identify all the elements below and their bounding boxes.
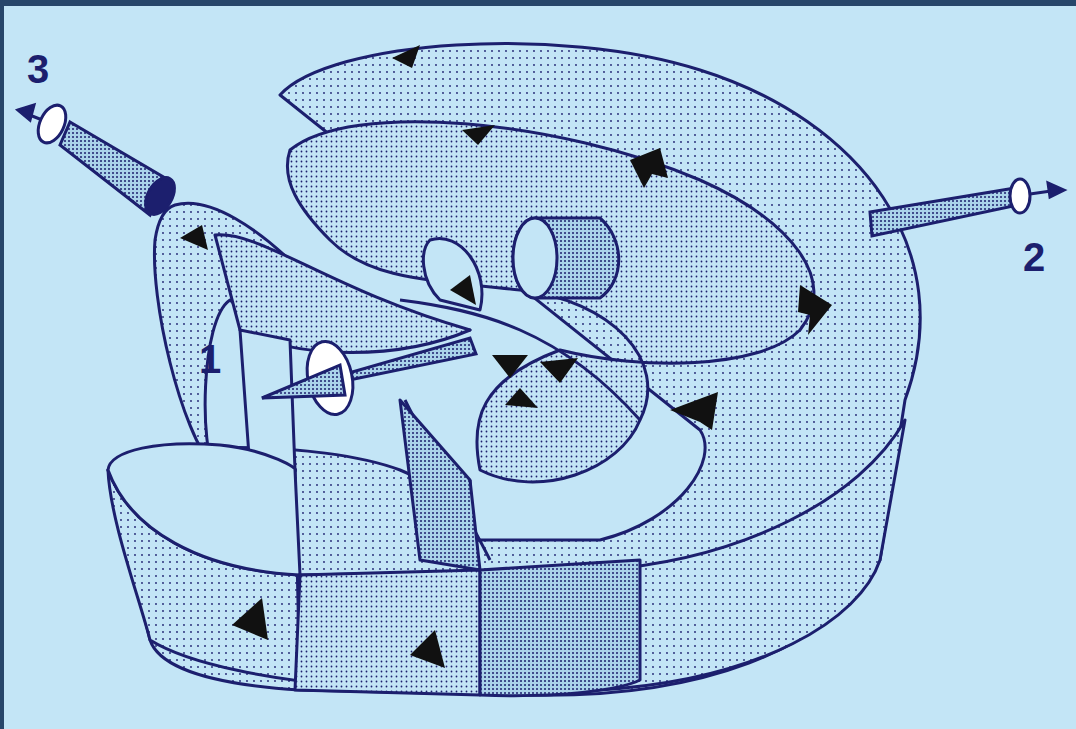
callout-number: 1 (196, 338, 224, 380)
top-band (0, 0, 1076, 6)
motion-arrow (180, 45, 832, 668)
left-band (0, 0, 4, 729)
callout-number: 3 (24, 48, 52, 90)
rotation-axis (870, 179, 1064, 236)
rotation-axis (262, 337, 476, 419)
ribbon-shape (108, 44, 920, 696)
rotation-axis (18, 101, 180, 220)
callout-number: 2 (1020, 236, 1048, 278)
